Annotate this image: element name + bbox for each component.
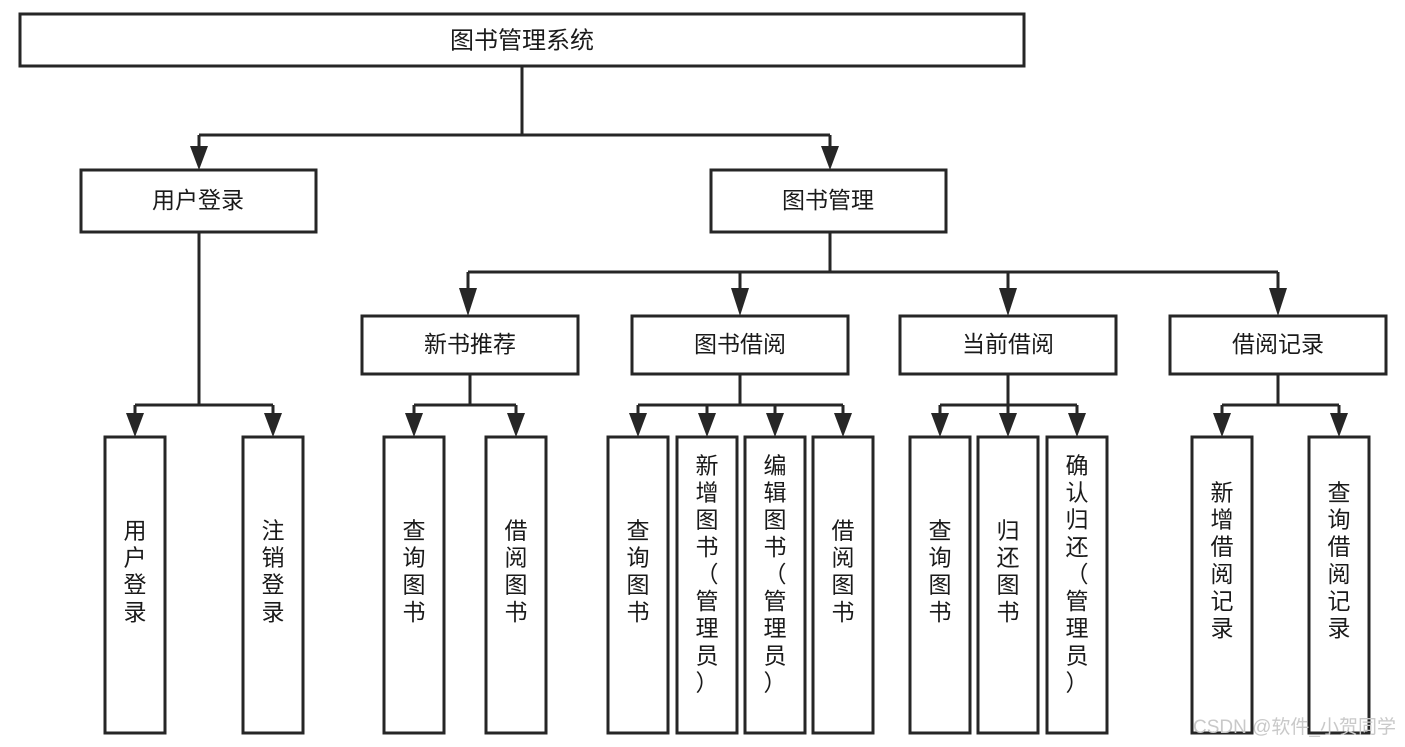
- leaf-edit-book-box: [743, 435, 807, 735]
- leaf-query-book-borrow[interactable]: 查询图书: [606, 435, 670, 735]
- node-new-book-recommend-label: 新书推荐: [424, 331, 516, 357]
- node-user-login[interactable]: 用户登录: [79, 168, 318, 234]
- leaf-query-book-current[interactable]: 查询图书: [908, 435, 972, 735]
- connector-root-to-bus: [197, 66, 832, 150]
- leaf-query-book-recommend[interactable]: 查询图书: [382, 435, 446, 735]
- node-borrow-record-label: 借阅记录: [1232, 331, 1324, 357]
- leaf-add-book-label: 新增图书（管理员）: [696, 452, 719, 695]
- leaf-return-book-label: 归还图书: [997, 517, 1020, 624]
- node-user-login-box: [79, 168, 318, 234]
- node-book-management-label: 图书管理: [782, 187, 874, 213]
- node-current-borrow[interactable]: 当前借阅: [898, 314, 1118, 376]
- leaf-add-book-box: [675, 435, 739, 735]
- node-root-book-management-system[interactable]: 图书管理系统: [18, 12, 1026, 68]
- leaf-user-login-box: [103, 435, 167, 735]
- arrow-to-leaf-query-record: [1330, 413, 1348, 437]
- leaf-logout-box: [241, 435, 305, 735]
- leaf-borrow-book-recommend-label: 借阅图书: [505, 517, 528, 624]
- connector-bookmanage-to-bus: [466, 232, 1280, 288]
- connector-currentborrow-to-bus: [938, 374, 1079, 418]
- arrow-to-leaf-edit-book: [766, 413, 784, 437]
- arrow-to-leaf-add-record: [1213, 413, 1231, 437]
- arrow-to-current-borrow: [999, 288, 1017, 316]
- leaf-query-borrow-record[interactable]: 查询借阅记录: [1307, 435, 1371, 735]
- leaf-query-borrow-record-box: [1307, 435, 1371, 735]
- arrow-to-leaf-add-book: [698, 413, 716, 437]
- leaf-borrow-book-box: [811, 435, 875, 735]
- leaf-add-book[interactable]: 新增图书（管理员）: [675, 435, 739, 735]
- leaf-add-borrow-record-box: [1190, 435, 1254, 735]
- node-borrow-record-box: [1168, 314, 1388, 376]
- node-book-management-box: [709, 168, 948, 234]
- leaf-logout[interactable]: 注销登录: [241, 435, 305, 735]
- arrow-to-borrow-record: [1269, 288, 1287, 316]
- node-root-label: 图书管理系统: [450, 27, 594, 54]
- leaf-return-book[interactable]: 归还图书: [976, 435, 1040, 735]
- leaf-confirm-return-label: 确认归还（管理员）: [1066, 452, 1089, 695]
- node-user-login-label: 用户登录: [152, 187, 244, 213]
- arrow-to-user-login: [190, 146, 208, 170]
- arrow-to-leaf-logout: [264, 413, 282, 437]
- node-current-borrow-label: 当前借阅: [962, 331, 1054, 357]
- connector-borrowrecord-to-bus: [1220, 374, 1341, 418]
- connector-userlogin-to-bus: [133, 232, 275, 418]
- leaf-borrow-book[interactable]: 借阅图书: [811, 435, 875, 735]
- leaf-edit-book[interactable]: 编辑图书（管理员）: [743, 435, 807, 735]
- leaf-query-book-recommend-label: 查询图书: [403, 517, 426, 624]
- arrow-to-leaf-borrow-book-2: [834, 413, 852, 437]
- node-book-borrow[interactable]: 图书借阅: [630, 314, 850, 376]
- arrow-to-leaf-confirm-return: [1068, 413, 1086, 437]
- leaf-query-borrow-record-label: 查询借阅记录: [1328, 479, 1351, 641]
- leaf-confirm-return-box: [1045, 435, 1109, 735]
- leaf-borrow-book-recommend[interactable]: 借阅图书: [484, 435, 548, 735]
- node-borrow-record[interactable]: 借阅记录: [1168, 314, 1388, 376]
- leaf-query-book-current-label: 查询图书: [929, 517, 952, 624]
- node-book-management[interactable]: 图书管理: [709, 168, 948, 234]
- leaf-return-book-box: [976, 435, 1040, 735]
- leaf-borrow-book-recommend-box: [484, 435, 548, 735]
- leaf-user-login-label: 用户登录: [124, 517, 147, 624]
- connector-bookborrow-to-bus: [636, 374, 845, 418]
- connector-newbook-to-bus: [412, 374, 518, 418]
- csdn-watermark: CSDN @软件_小贺同学: [1193, 716, 1396, 738]
- arrow-to-leaf-user-login: [126, 413, 144, 437]
- arrow-to-book-borrow: [731, 288, 749, 316]
- arrow-to-new-book-recommend: [459, 288, 477, 316]
- leaf-query-book-borrow-box: [606, 435, 670, 735]
- node-book-borrow-label: 图书借阅: [694, 331, 786, 357]
- leaf-user-login[interactable]: 用户登录: [103, 435, 167, 735]
- leaf-query-book-recommend-box: [382, 435, 446, 735]
- leaf-query-book-borrow-label: 查询图书: [627, 517, 650, 624]
- connector-layer: [126, 66, 1348, 437]
- leaf-add-borrow-record[interactable]: 新增借阅记录: [1190, 435, 1254, 735]
- arrow-to-leaf-query-book-2: [629, 413, 647, 437]
- node-root-box: [18, 12, 1026, 68]
- arrow-to-leaf-query-book-1: [405, 413, 423, 437]
- arrow-to-book-manage: [821, 146, 839, 170]
- leaf-add-borrow-record-label: 新增借阅记录: [1211, 479, 1234, 641]
- arrow-to-leaf-return-book: [999, 413, 1017, 437]
- leaf-logout-label: 注销登录: [262, 517, 285, 624]
- node-book-borrow-box: [630, 314, 850, 376]
- arrow-to-leaf-borrow-book-1: [507, 413, 525, 437]
- node-new-book-recommend-box: [360, 314, 580, 376]
- leaf-confirm-return[interactable]: 确认归还（管理员）: [1045, 435, 1109, 735]
- node-new-book-recommend[interactable]: 新书推荐: [360, 314, 580, 376]
- leaf-borrow-book-label: 借阅图书: [832, 517, 855, 624]
- leaf-edit-book-label: 编辑图书（管理员）: [764, 452, 787, 695]
- arrow-to-leaf-query-book-3: [931, 413, 949, 437]
- node-current-borrow-box: [898, 314, 1118, 376]
- leaf-query-book-current-box: [908, 435, 972, 735]
